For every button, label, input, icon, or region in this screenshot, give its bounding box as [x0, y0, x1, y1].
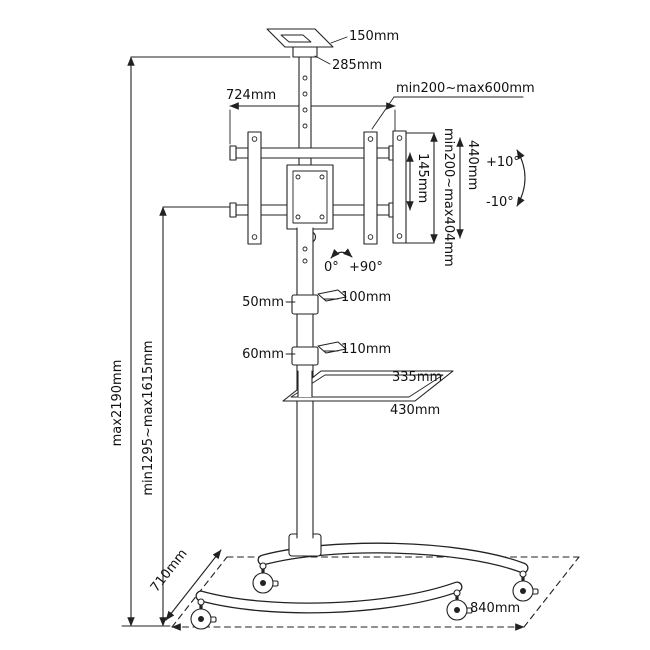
- column-clamp-lower: [291, 346, 319, 366]
- vesa-bracket-detail: [392, 130, 407, 244]
- angle-label-tilt-up: +10°: [486, 155, 520, 170]
- label-leaders: [285, 36, 348, 355]
- right-dimensions: [405, 132, 464, 244]
- swivel-arc: [330, 248, 353, 259]
- tilt-arc: [516, 149, 526, 207]
- dim-label-bracket-width: 724mm: [226, 88, 276, 103]
- column-clamp-upper: [291, 294, 319, 315]
- dim-label-height-range: min1295~max1615mm: [141, 340, 156, 495]
- shelf-bracket-lower: [317, 341, 347, 354]
- dim-label-lower-clamp-width: 110mm: [341, 342, 391, 357]
- dim-label-base-depth: 710mm: [148, 546, 191, 595]
- dim-label-bracket-height: 440mm: [465, 140, 480, 190]
- caster-wheel: [446, 589, 473, 621]
- leader-top-plate-width: [330, 36, 348, 44]
- dim-label-tray-width: 430mm: [390, 403, 440, 418]
- tray: [282, 370, 454, 402]
- dim-label-vesa-height-range: min200~max404mm: [441, 128, 456, 267]
- dimension-labels: 150mm 285mm 724mm min200~max600mm 145mm …: [110, 29, 535, 616]
- dim-label-top-plate-width: 150mm: [349, 29, 399, 44]
- dim-label-upper-clamp-width: 100mm: [341, 290, 391, 305]
- vesa-bracket-right: [363, 131, 378, 245]
- top-dimensions: [229, 96, 524, 145]
- tray-rim: [290, 374, 444, 398]
- caster-wheel: [190, 598, 217, 630]
- top-plate: [266, 28, 334, 48]
- dim-label-vesa-width-range: min200~max600mm: [396, 81, 535, 96]
- rail-end-cap: [229, 145, 237, 161]
- dim-label-tray-depth: 335mm: [392, 370, 442, 385]
- mount-plate: [286, 164, 334, 230]
- angle-label-swivel-max: +90°: [349, 260, 383, 275]
- caster-wheel: [512, 570, 539, 602]
- rail-end-cap: [229, 202, 237, 218]
- dim-label-top-plate-depth: 285mm: [332, 58, 382, 73]
- mounting-collar: [292, 46, 318, 58]
- angle-label-tilt-down: -10°: [486, 195, 514, 210]
- left-dimensions: [121, 56, 291, 627]
- angle-label-swivel-min: 0°: [324, 260, 339, 275]
- dim-label-upper-clamp-height: 50mm: [242, 295, 284, 310]
- leader-top-plate-depth: [314, 55, 331, 65]
- top-plate-slot: [280, 34, 312, 43]
- shelf-bracket-upper: [317, 289, 347, 302]
- caster-wheel: [252, 562, 279, 594]
- dim-label-lower-clamp-height: 60mm: [242, 347, 284, 362]
- dim-label-rail-gap: 145mm: [415, 153, 430, 203]
- dim-line-base-depth: [165, 549, 222, 621]
- vesa-bracket-left: [247, 131, 262, 245]
- dim-label-base-width: 840mm: [470, 601, 520, 616]
- dim-label-max-height: max2190mm: [110, 360, 125, 447]
- base-leg-front: [195, 581, 463, 614]
